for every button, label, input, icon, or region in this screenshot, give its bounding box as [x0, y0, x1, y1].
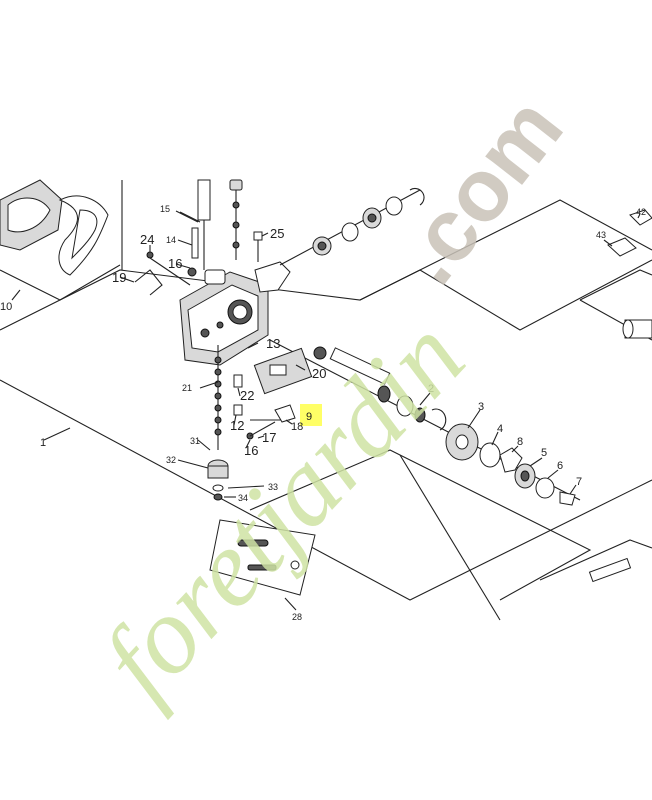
label-part-22: 22: [240, 388, 254, 403]
upper-bearing-stack: [279, 187, 425, 266]
label-part-9: 9: [306, 411, 312, 423]
label-part-19: 19: [112, 270, 126, 285]
leader-lines: [11, 210, 641, 611]
label-part-24: 24: [140, 232, 154, 247]
label-part-15: 15: [160, 204, 170, 214]
label-part-32: 32: [166, 455, 176, 465]
label-part-17: 17: [262, 430, 276, 445]
part-28-guide-bar: [209, 519, 316, 596]
part-labels: 1 2 3 4 5 6 7 8 9 10 12 13 14 15 16 16 1…: [0, 204, 646, 622]
label-part-42: 42: [636, 207, 646, 217]
label-part-5: 5: [541, 447, 547, 459]
base-plate-outlines: [0, 180, 652, 621]
label-part-14: 14: [166, 235, 176, 245]
highlight-marker: [300, 404, 322, 426]
label-part-34: 34: [238, 493, 248, 503]
watermark-domain-text: .com: [377, 79, 581, 302]
label-part-16-bottom: 16: [244, 443, 258, 458]
part-24-screw: [146, 251, 191, 286]
top-shaft-assembly: [179, 179, 263, 277]
label-part-31: 31: [190, 436, 200, 446]
part-10-plate: [0, 179, 109, 276]
label-part-28: 28: [292, 612, 302, 622]
label-part-18: 18: [291, 421, 303, 433]
label-part-1: 1: [40, 437, 46, 449]
label-part-4: 4: [497, 423, 503, 435]
label-part-33: 33: [268, 482, 278, 492]
watermark: .com foretjardin: [78, 79, 581, 721]
label-part-7: 7: [576, 476, 582, 488]
label-part-16-top: 16: [168, 256, 182, 271]
label-part-20: 20: [312, 366, 326, 381]
label-part-8: 8: [517, 436, 523, 448]
gearbox-housing: [179, 261, 291, 366]
label-part-21: 21: [182, 383, 192, 393]
label-part-3: 3: [478, 401, 484, 413]
drive-shaft-assembly: [253, 339, 581, 506]
label-part-12: 12: [230, 418, 244, 433]
label-part-10: 10: [0, 301, 12, 313]
label-part-13: 13: [266, 336, 280, 351]
label-part-25: 25: [270, 226, 284, 241]
oil-pump-assembly: [207, 345, 296, 501]
label-part-43: 43: [596, 230, 606, 240]
part-19-clip: [134, 269, 163, 296]
label-part-2: 2: [428, 383, 434, 395]
label-part-6: 6: [557, 460, 563, 472]
parts-42-43: [588, 209, 652, 583]
